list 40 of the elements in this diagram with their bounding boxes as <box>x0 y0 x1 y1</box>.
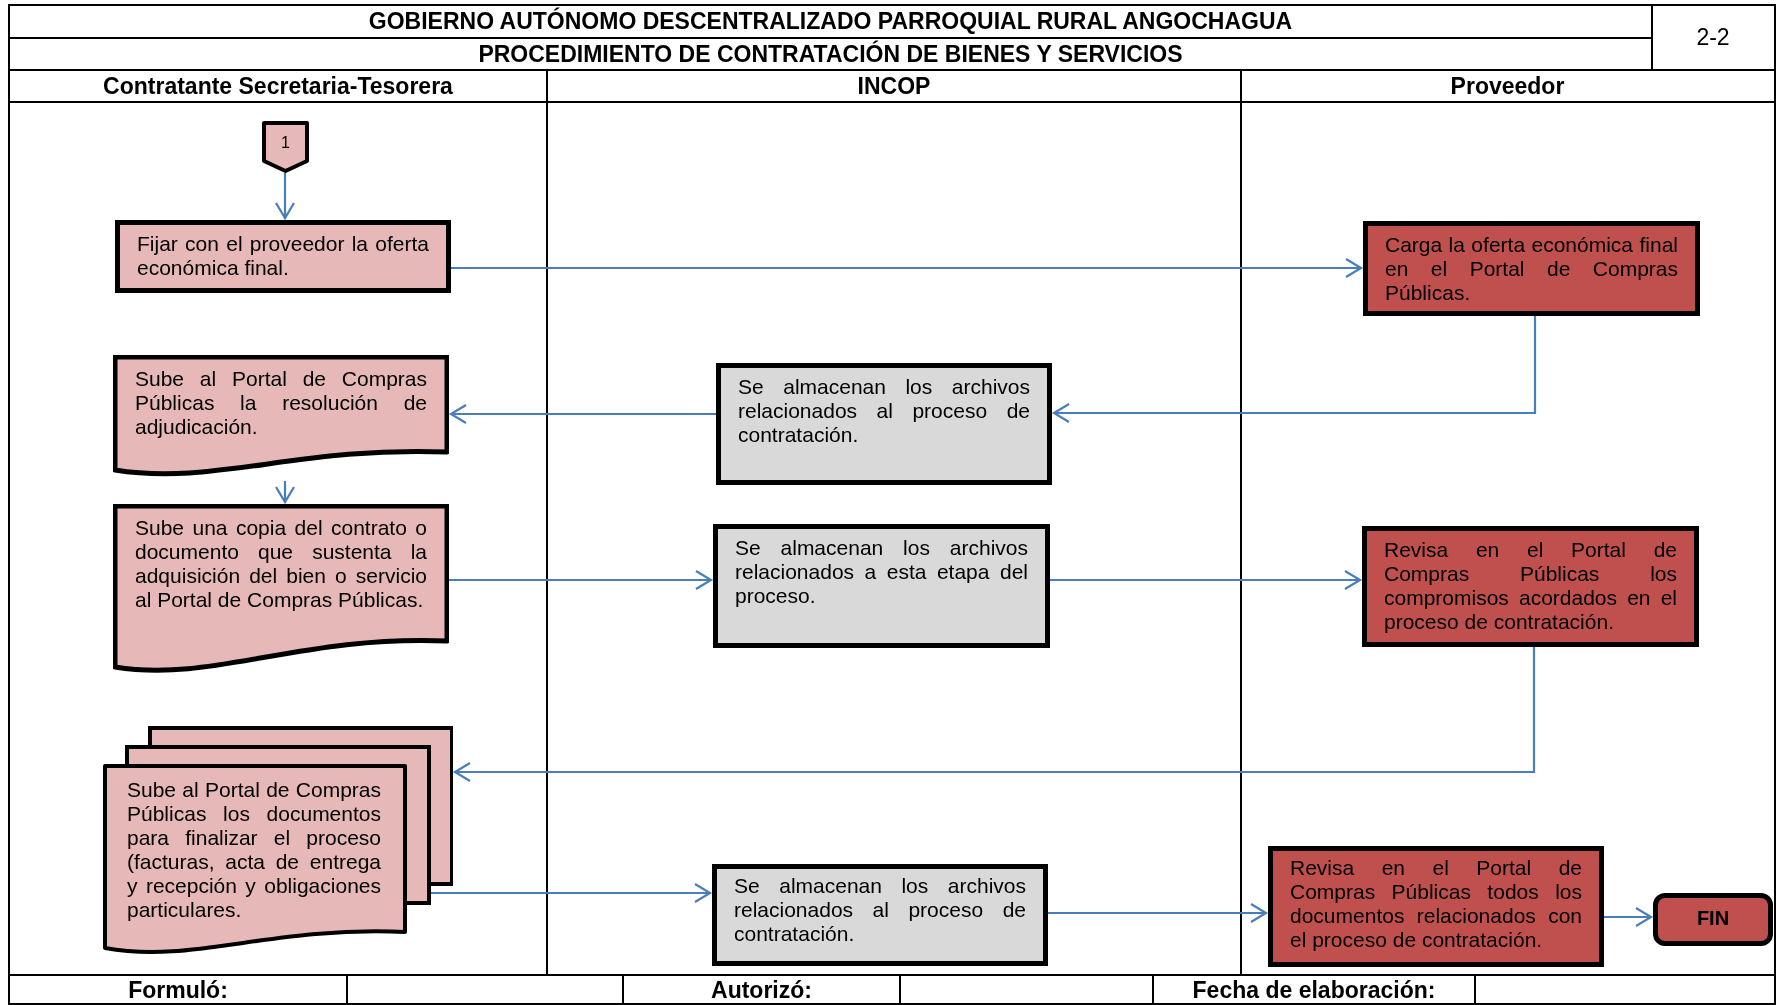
step-text: Fijar con el proveedor la oferta económica final. <box>137 232 429 280</box>
connector-arrow <box>451 257 1363 279</box>
lane-header: Contratante Secretaria-Tesorera <box>103 74 453 98</box>
connector-arrow <box>1604 906 1653 928</box>
lane-header: INCOP <box>857 74 931 98</box>
connector-arrow <box>453 647 1536 783</box>
process-box <box>115 220 451 293</box>
step-text: Carga la oferta económica final en el Portal de Compras Públicas. <box>1385 233 1678 305</box>
connector-arrow <box>274 173 296 220</box>
step-text: Se almacenan los archivos relacionados a esta etapa del proceso. <box>735 536 1028 608</box>
process-box <box>1363 221 1700 316</box>
off-page-connector <box>262 121 309 173</box>
step-text: Sube una copia del contrato o documento que sustenta la adquisición del bien o servicio al Portal de Compras Públicas. <box>135 516 427 612</box>
step-text: Revisa en el Portal de Compras Públicas todos los documentos relacionados con el proceso de contratación. <box>1290 856 1582 952</box>
step-text: Se almacenan los archivos relacionados al proceso de contratación. <box>734 874 1026 946</box>
process-box <box>712 864 1048 966</box>
signature-label: Formuló: <box>128 978 228 1002</box>
connector-arrow <box>1050 569 1362 591</box>
lane-header: Proveedor <box>1450 74 1565 98</box>
step-text: Revisa en el Portal de Compras Públicas los compromisos acordados en el proceso de contratación. <box>1384 538 1677 634</box>
page-number: 2-2 <box>1696 26 1730 49</box>
connector-number: 1 <box>281 134 290 151</box>
connector-arrow <box>1048 902 1268 924</box>
step-text: Sube al Portal de Compras Públicas los documentos para finalizar el proceso (facturas, acta de entrega y recepción y obligaciones particulares. <box>127 778 381 922</box>
connector-arrow <box>449 403 716 425</box>
process-box <box>716 363 1052 485</box>
end-label: FIN <box>1696 906 1730 929</box>
signature-label: Fecha de elaboración: <box>1192 978 1436 1002</box>
connector-arrow <box>274 481 296 504</box>
step-text: Sube al Portal de Compras Públicas la resolución de adjudicación. <box>135 367 427 439</box>
step-text: Se almacenan los archivos relacionados al proceso de contratación. <box>738 375 1030 447</box>
subtitle: PROCEDIMIENTO DE CONTRATACIÓN DE BIENES Y SERVICIOS <box>478 42 1183 66</box>
process-box <box>1362 526 1699 647</box>
terminator-box <box>1653 893 1773 946</box>
signature-label: Autorizó: <box>711 978 812 1002</box>
connector-arrow <box>449 569 713 591</box>
process-box <box>1268 846 1604 967</box>
title: GOBIERNO AUTÓNOMO DESCENTRALIZADO PARROQUIAL RURAL ANGOCHAGUA <box>367 6 1294 36</box>
process-box <box>713 524 1050 648</box>
connector-arrow <box>1052 316 1537 424</box>
